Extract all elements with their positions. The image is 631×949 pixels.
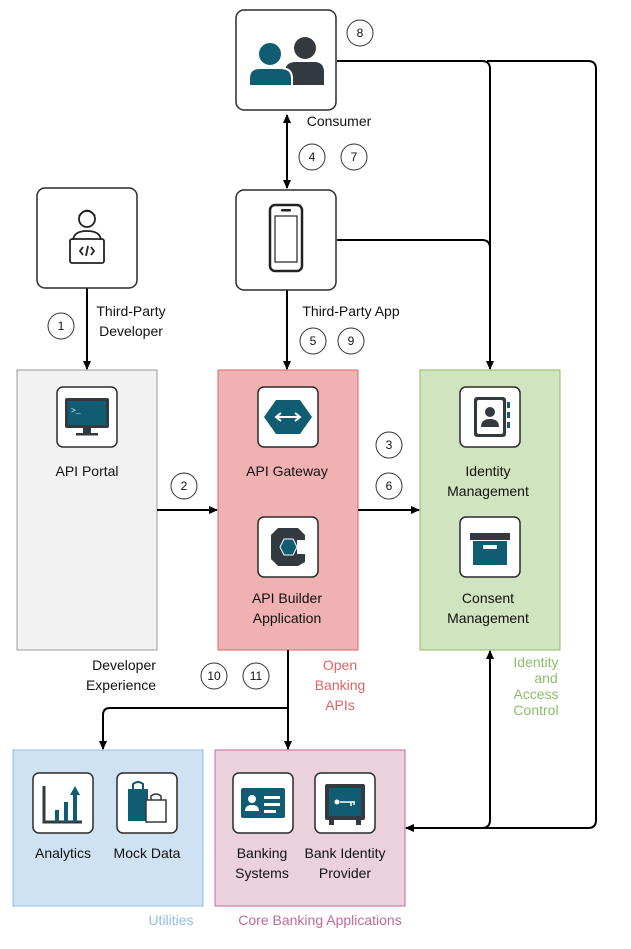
api-builder-node: API Builder Application [252,516,322,626]
banking-systems-label-line2: Systems [235,865,289,881]
users-icon [248,37,324,87]
open-banking-label-line2: Banking [315,677,366,693]
svg-text:5: 5 [310,334,317,348]
utilities-label: Utilities [148,912,193,928]
builder-icon [271,528,307,566]
consumer-node: Consumer [235,9,372,129]
smartphone-icon [268,203,304,273]
api-builder-label-line1: API Builder [252,590,322,606]
svg-text:9: 9 [348,334,355,348]
chart-up-icon [42,786,82,824]
iam-label-line2: and [534,670,557,686]
id-card-icon [241,788,285,818]
api-portal-label: API Portal [55,463,118,479]
step-4-marker: 4 [298,143,326,171]
svg-text:>_: >_ [71,407,81,416]
consumer-core-edge [405,60,597,832]
step-7-marker: 7 [340,143,368,171]
developer-node: Third-Party Developer [36,187,166,339]
shopping-bags-icon [128,781,167,823]
iam-label-line1: Identity [513,654,558,670]
connectors [83,60,597,832]
step-11-marker: 11 [242,662,270,690]
archive-box-icon [470,533,510,565]
bank-identity-provider-label-line2: Provider [319,865,371,881]
consumer-label: Consumer [307,113,372,129]
app-label: Third-Party App [302,303,399,319]
consent-management-node: Consent Management [447,516,529,626]
identity-management-node: Identity Management [447,386,529,499]
vault-icon [325,784,365,825]
banking-systems-label-line1: Banking [237,845,288,861]
open-banking-label-line1: Open [323,657,357,673]
analytics-label: Analytics [35,845,91,861]
bank-identity-provider-label-line1: Bank Identity [305,845,386,861]
step-6-marker: 6 [375,472,403,500]
identity-management-label-line2: Management [447,483,529,499]
bank-identity-provider-node: Bank Identity Provider [305,772,386,881]
gateway-icon [264,400,312,434]
gateway-utilities-edge [99,707,288,750]
step-2-marker: 2 [170,472,198,500]
open-banking-label-line3: APIs [325,697,355,713]
developer-label-line1: Third-Party [96,303,165,319]
app-node: Third-Party App [235,189,400,319]
step-9-marker: 9 [337,327,365,355]
api-gateway-node: API Gateway [246,386,328,479]
svg-text:3: 3 [386,438,393,452]
developer-experience-label-line2: Experience [86,677,156,693]
monitor-icon: >_ [65,398,109,436]
svg-text:4: 4 [309,150,316,164]
svg-text:7: 7 [351,150,358,164]
api-portal-node: >_ API Portal [55,386,119,479]
consent-management-label-line2: Management [447,610,529,626]
iam-label-line4: Control [513,702,558,718]
svg-text:2: 2 [181,479,188,493]
step-markers: 1 2 3 4 5 6 7 8 9 10 11 [47,19,403,690]
iam-core-edge [481,650,494,829]
svg-text:11: 11 [250,669,263,683]
step-5-marker: 5 [299,327,327,355]
group-labels: Developer Experience Open Banking APIs I… [86,654,559,928]
step-1-marker: 1 [47,312,75,340]
analytics-node: Analytics [32,772,94,861]
app-iam-edge [337,239,491,300]
consent-management-label-line1: Consent [462,590,514,606]
identity-management-label-line1: Identity [465,463,510,479]
step-10-marker: 10 [200,662,228,690]
iam-label-line3: Access [513,686,558,702]
svg-text:1: 1 [58,319,65,333]
svg-text:8: 8 [357,26,364,40]
mock-data-label: Mock Data [114,845,181,861]
step-3-marker: 3 [375,431,403,459]
developer-label-line2: Developer [99,323,163,339]
step-8-marker: 8 [346,19,374,47]
mock-data-node: Mock Data [114,772,181,861]
svg-text:6: 6 [386,479,393,493]
api-builder-label-line2: Application [253,610,322,626]
api-gateway-label: API Gateway [246,463,328,479]
developer-icon [69,209,105,264]
contact-book-icon [474,397,510,437]
svg-text:10: 10 [207,669,221,683]
banking-systems-node: Banking Systems [232,772,294,881]
consumer-iam-edge [337,60,494,370]
core-banking-label: Core Banking Applications [238,912,401,928]
developer-experience-label-line1: Developer [92,657,156,673]
